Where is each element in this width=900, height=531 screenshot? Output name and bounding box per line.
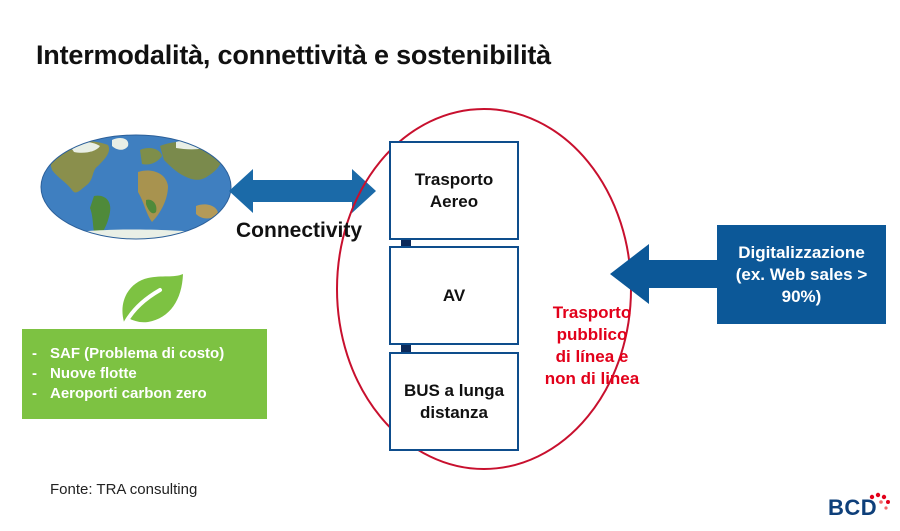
source-note: Fonte: TRA consulting	[50, 481, 198, 498]
sustainability-box: -SAF (Problema di costo) -Nuove flotte -…	[22, 329, 267, 419]
air-transport-box: Trasporto Aereo	[389, 141, 519, 240]
list-item: -SAF (Problema di costo)	[32, 345, 225, 362]
high-speed-rail-box: AV	[389, 246, 519, 345]
double-arrow-icon	[229, 169, 376, 213]
connectivity-label: Connectivity	[236, 219, 363, 242]
digitalization-text: Digitalizzazione (ex. Web sales > 90%)	[735, 242, 868, 306]
page-title: Intermodalità, connettività e sostenibil…	[36, 40, 551, 70]
list-item: -Aeroporti carbon zero	[32, 385, 207, 402]
long-distance-bus-box: BUS a lunga distanza	[389, 352, 519, 451]
leaf-icon	[122, 274, 183, 324]
public-transport-label: Trasporto pubblico di línea e non di lin…	[544, 303, 640, 388]
left-arrow-icon	[610, 244, 718, 304]
logo-dots-icon	[869, 492, 890, 510]
digitalization-box: Digitalizzazione (ex. Web sales > 90%)	[717, 225, 886, 324]
world-map-icon	[40, 134, 232, 240]
bcd-logo: BCD	[822, 490, 892, 522]
list-item: -Nuove flotte	[32, 365, 137, 382]
